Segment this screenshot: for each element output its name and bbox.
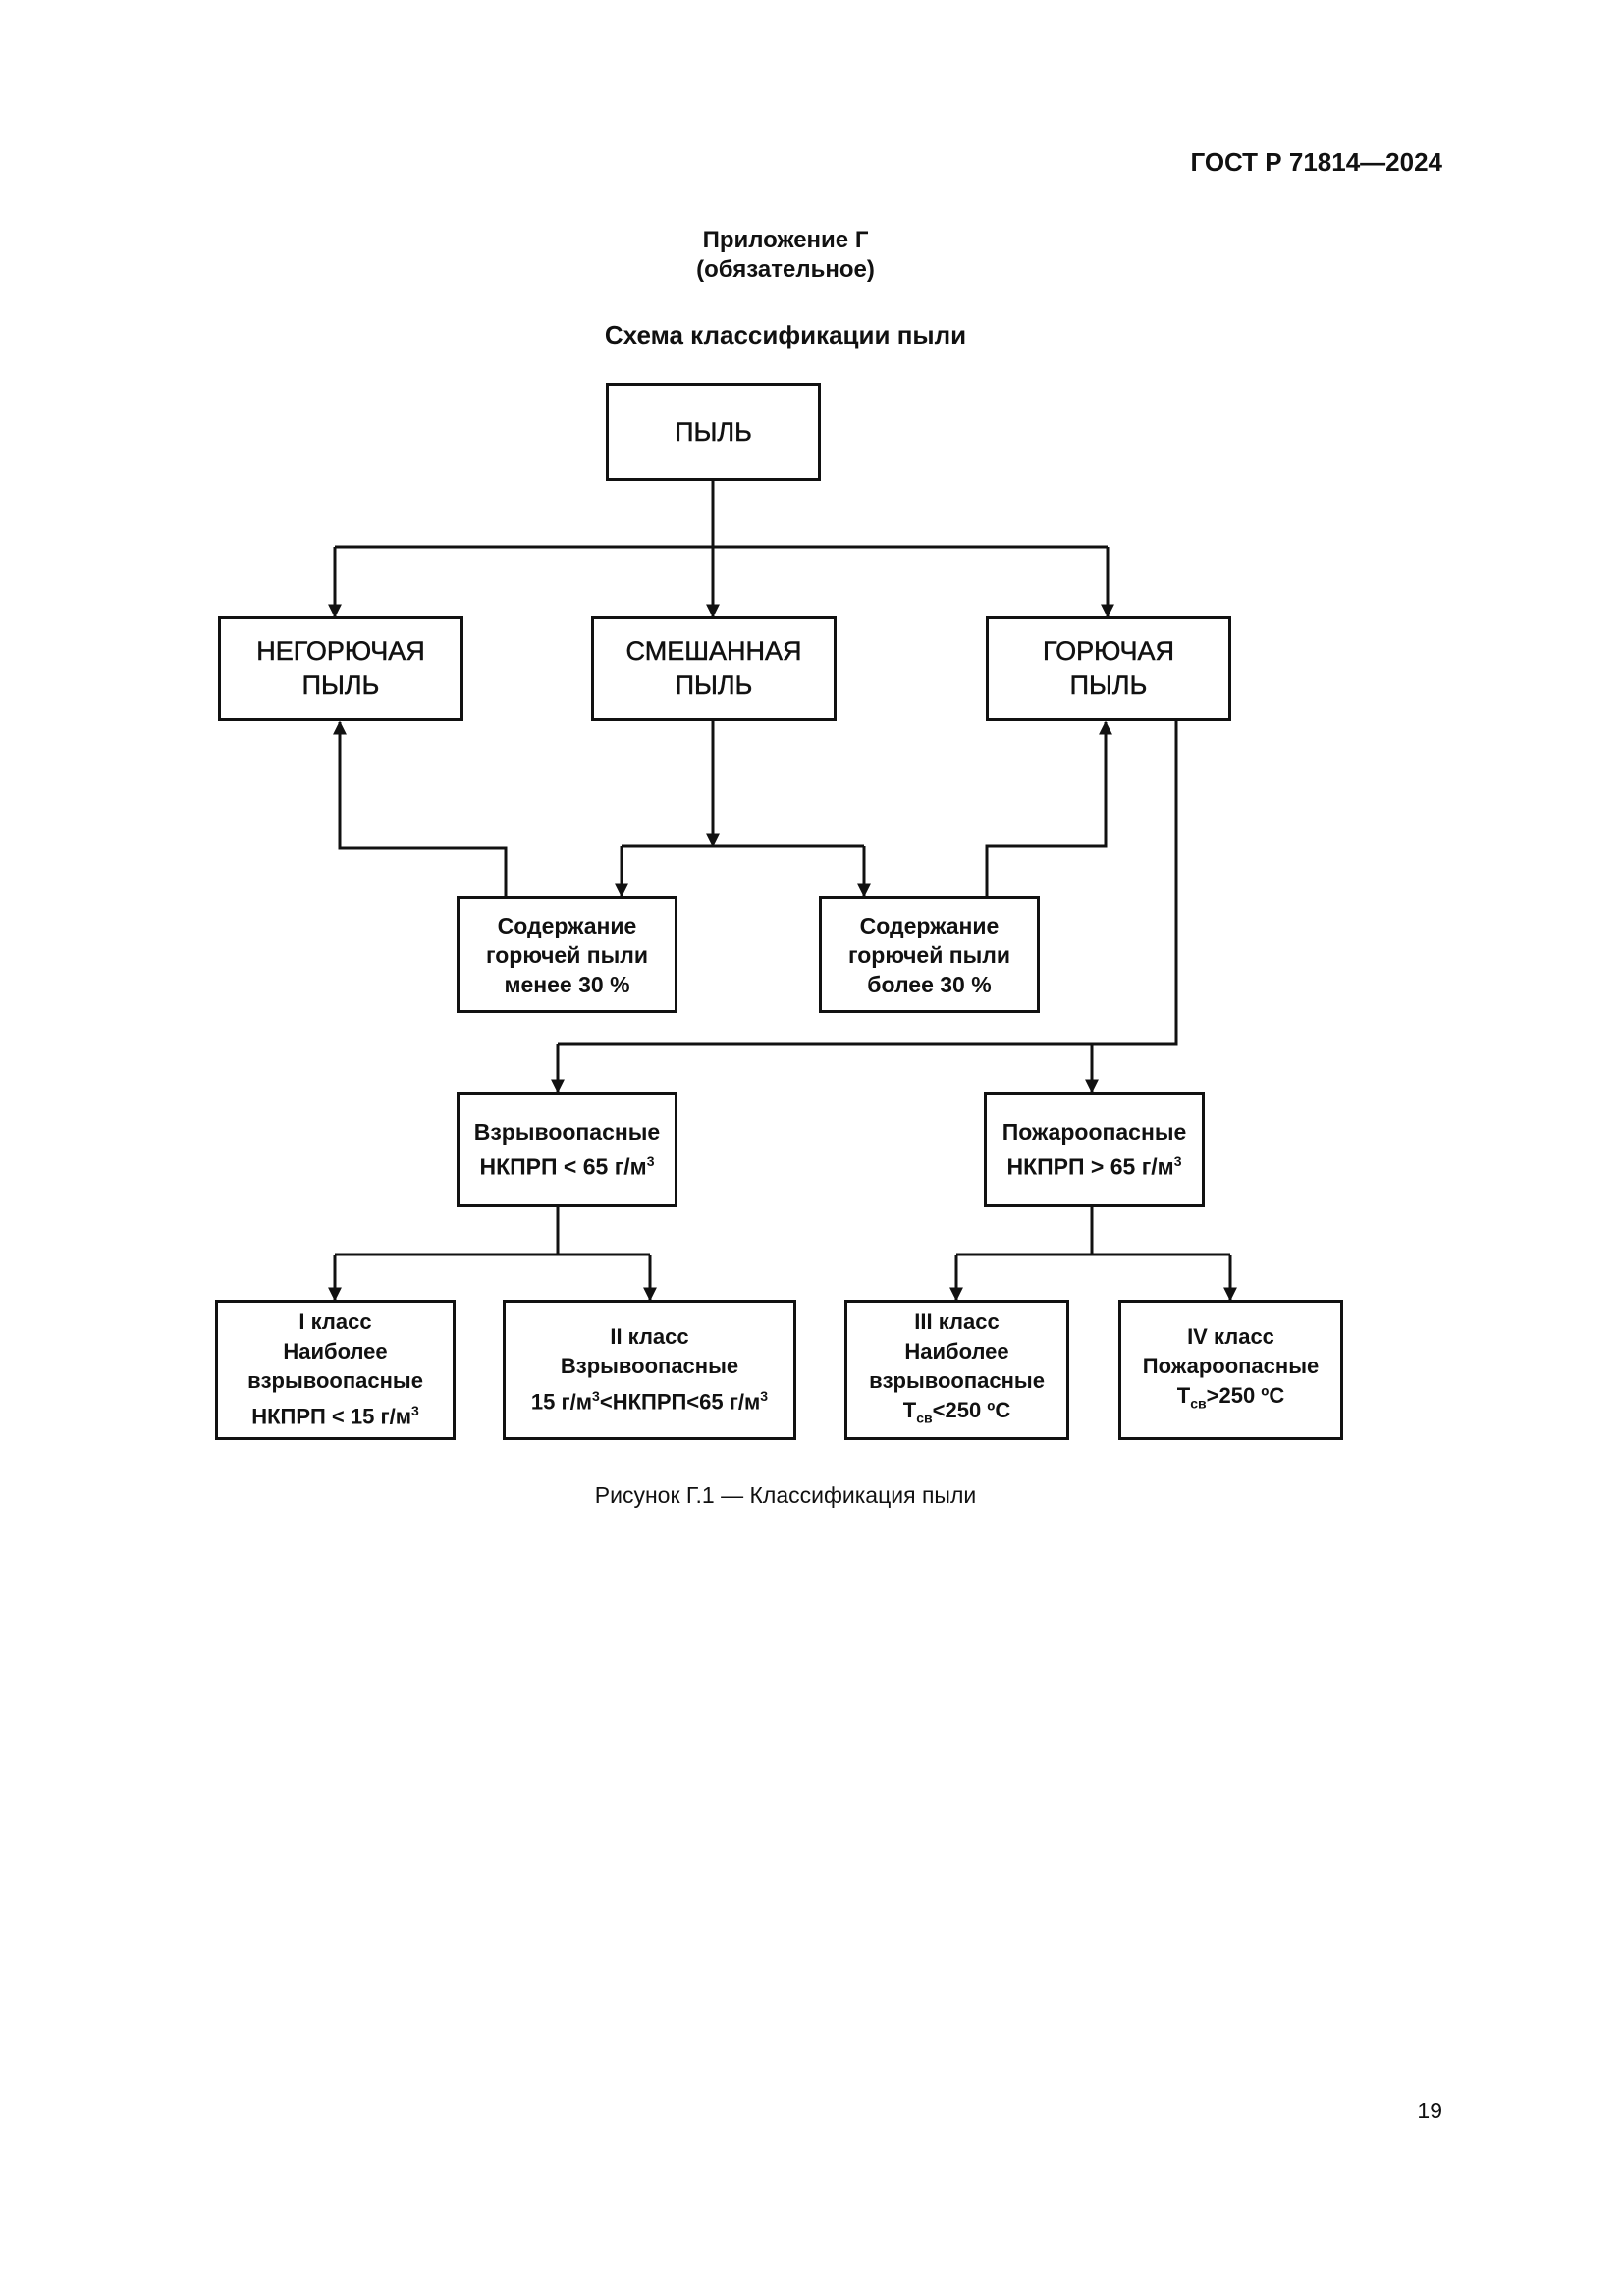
connector-combustible-down (558, 721, 1178, 1046)
document-standard-number: ГОСТ Р 71814—2024 (1190, 147, 1442, 177)
arrow-content-less-to-noncombustible (333, 721, 508, 896)
node-combustible: ГОРЮЧАЯ ПЫЛЬ (986, 616, 1231, 721)
node-dust: ПЫЛЬ (606, 383, 821, 481)
node-combustible-label: ГОРЮЧАЯ ПЫЛЬ (1043, 636, 1175, 701)
node-noncombustible-label: НЕГОРЮЧАЯ ПЫЛЬ (256, 636, 425, 701)
node-content-less-label: Содержание горючей пыли менее 30 % (485, 912, 649, 997)
page-number: 19 (1417, 2098, 1442, 2123)
node-mixed-label: СМЕШАННАЯ ПЫЛЬ (625, 636, 802, 701)
node-content-less: Содержание горючей пыли менее 30 % (457, 896, 677, 1013)
node-mixed: СМЕШАННАЯ ПЫЛЬ (591, 616, 837, 721)
appendix-heading: Приложение Г (обязательное) (0, 226, 1571, 285)
node-dust-label: ПЫЛЬ (675, 416, 752, 447)
arrow-content-more-to-combustible (985, 721, 1112, 896)
appendix-title: Приложение Г (702, 227, 869, 253)
node-content-more-label: Содержание горючей пыли более 30 % (847, 912, 1011, 997)
scheme-title: Схема классификации пыли (604, 320, 967, 349)
appendix-note: (обязательное) (696, 256, 875, 283)
node-content-more: Содержание горючей пыли более 30 % (819, 896, 1040, 1013)
figure-caption: Рисунок Г.1 — Классификация пыли (594, 1482, 977, 1508)
node-noncombustible: НЕГОРЮЧАЯ ПЫЛЬ (218, 616, 463, 721)
